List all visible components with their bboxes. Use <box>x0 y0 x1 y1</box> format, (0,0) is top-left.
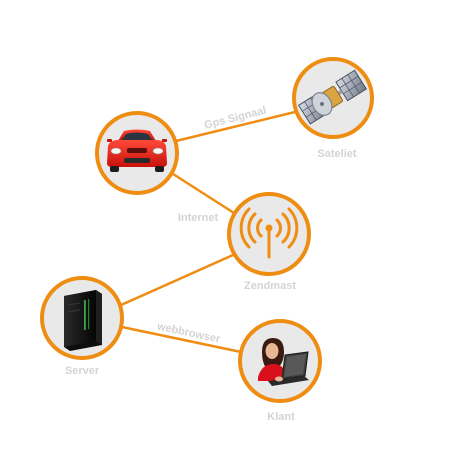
edge-server-antenna <box>120 253 234 307</box>
edge-car-antenna <box>169 170 235 215</box>
edge-label-internet: Internet <box>178 212 219 224</box>
node-server <box>40 276 124 360</box>
label-server: Server <box>65 365 100 377</box>
edge-server-client <box>121 325 242 354</box>
node-satellite <box>292 57 374 139</box>
laptop-user-icon <box>258 338 309 386</box>
edge-car-satellite <box>175 110 296 143</box>
satellite-icon <box>297 69 367 125</box>
node-car <box>95 111 179 195</box>
antenna-icon <box>239 207 299 259</box>
server-icon <box>64 290 102 351</box>
label-client: Klant <box>267 411 295 423</box>
edges <box>120 110 296 354</box>
label-satellite: Sateliet <box>317 148 356 160</box>
node-client <box>238 319 322 403</box>
car-icon <box>107 129 167 172</box>
label-antenna: Zendmast <box>244 280 296 292</box>
node-antenna <box>227 192 311 276</box>
